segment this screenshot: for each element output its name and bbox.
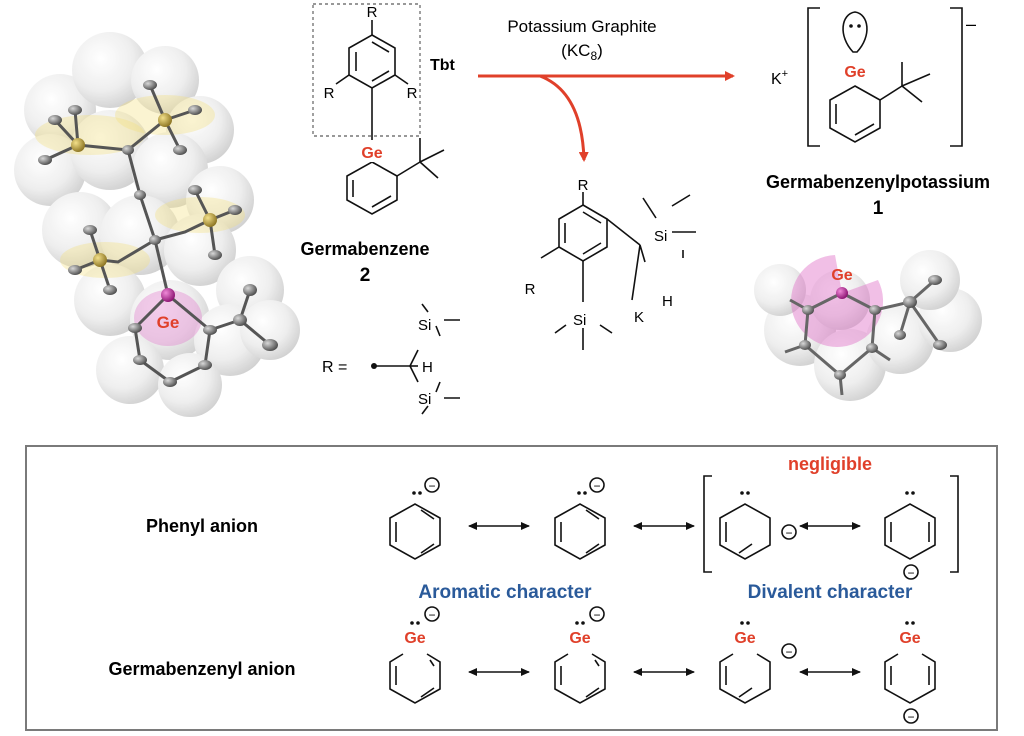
germabenzene-ge-label: Ge	[361, 145, 382, 162]
aromatic-character-label: Aromatic character	[418, 582, 592, 603]
reagent-formula: (KC8)	[561, 41, 603, 63]
r-def-h: H	[422, 359, 433, 376]
product-name: Germabenzenylpotassium	[766, 172, 990, 192]
byproduct-structure: R R Si Si H K	[525, 177, 696, 350]
reaction-arrows	[478, 71, 735, 162]
byproduct-h: H	[662, 293, 673, 310]
phenyl-anion-row	[389, 475, 959, 580]
branch-reaction-arrow	[539, 74, 589, 162]
germabenzene-r-left: R	[324, 85, 335, 102]
germabenzenyl-anion-row	[389, 606, 936, 724]
r-equals-label: R =	[322, 359, 347, 376]
svg-text:Ge: Ge	[569, 630, 590, 647]
germabenzenyl-ge-labels: Ge Ge Ge Ge	[404, 630, 920, 647]
byproduct-r-left: R	[525, 281, 536, 298]
product-number: 1	[873, 198, 884, 219]
svg-text:−: −	[785, 645, 792, 659]
svg-text:−: −	[593, 608, 600, 622]
phenyl-anion-label: Phenyl anion	[146, 516, 258, 536]
byproduct-r-top: R	[578, 177, 589, 194]
germabenzenyl-charges: − − − −	[428, 608, 914, 724]
crystal-left-ge-label: Ge	[157, 313, 180, 332]
resonance-box	[25, 445, 998, 731]
negligible-label: negligible	[788, 454, 872, 474]
phenyl-lone-pairs	[412, 491, 915, 495]
product-ge-label: Ge	[844, 64, 865, 81]
germabenzenyl-lone-pairs	[410, 621, 915, 625]
tbt-label: Tbt	[430, 57, 456, 74]
product-k-cation: K+	[771, 68, 788, 88]
germabenzene-r-top: R	[367, 4, 378, 21]
r-def-si-bottom: Si	[418, 391, 431, 408]
divalent-character-label: Divalent character	[748, 582, 913, 603]
svg-text:−: −	[593, 479, 600, 493]
svg-text:Ge: Ge	[734, 630, 755, 647]
germabenzene-r-right: R	[407, 85, 418, 102]
germabenzene-number: 2	[360, 265, 371, 286]
svg-text:−: −	[428, 608, 435, 622]
r-group-definition: R = Si H Si	[322, 303, 460, 415]
product-structure: K+ Ge – Germabenzenylpotassium 1	[766, 7, 990, 219]
lone-pair-lobe	[842, 11, 868, 53]
phenyl-charges: − − − −	[428, 479, 914, 580]
svg-text:−: −	[785, 526, 792, 540]
svg-text:−: −	[907, 566, 914, 580]
atom-spheres	[38, 80, 278, 387]
tbt-highlight-box	[312, 3, 421, 137]
crystal-right-ge-label: Ge	[831, 267, 852, 284]
svg-text:Ge: Ge	[404, 630, 425, 647]
svg-text:Ge: Ge	[899, 630, 920, 647]
svg-text:−: −	[428, 479, 435, 493]
byproduct-k: K	[634, 309, 644, 326]
r-def-si-top: Si	[418, 317, 431, 334]
germabenzenyl-anion-label: Germabenzenyl anion	[108, 659, 295, 679]
crystal-structure-left: Ge	[14, 32, 300, 417]
byproduct-si-side: Si	[654, 228, 667, 245]
crystal-structure-right: Ge	[754, 250, 982, 401]
byproduct-si-ring: Si	[573, 312, 586, 329]
germabenzene-name: Germabenzene	[300, 239, 429, 259]
germabenzene-structure: Ge R R R Tbt Germabenzene 2	[300, 3, 456, 286]
product-anion-charge: –	[966, 14, 976, 34]
svg-text:−: −	[907, 710, 914, 724]
reagent-name: Potassium Graphite	[507, 17, 656, 36]
